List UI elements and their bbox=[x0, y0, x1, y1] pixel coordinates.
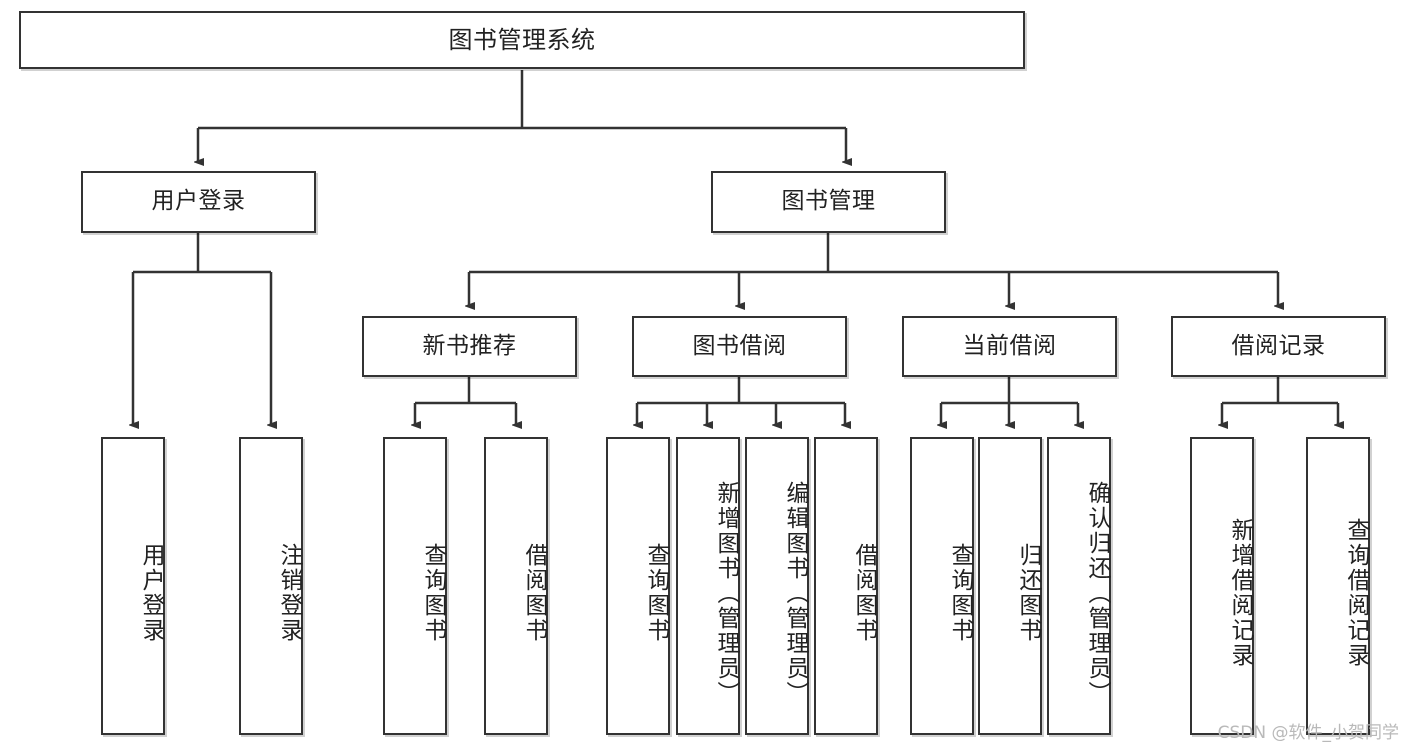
node-borrow-record[interactable]: 借阅记录 bbox=[1171, 316, 1386, 377]
node-leaf-add-book[interactable]: 新增图书（管理员） bbox=[676, 437, 740, 735]
node-book-borrow[interactable]: 图书借阅 bbox=[632, 316, 847, 377]
node-label: 借阅记录 bbox=[1231, 332, 1326, 359]
node-label: 新增借阅记录 bbox=[1227, 518, 1253, 668]
node-label: 图书管理 bbox=[781, 188, 876, 215]
node-label: 新书推荐 bbox=[422, 332, 517, 359]
node-label: 借阅图书 bbox=[521, 543, 547, 643]
node-label: 新增图书（管理员） bbox=[713, 480, 739, 706]
node-leaf-confirm-return[interactable]: 确认归还（管理员） bbox=[1047, 437, 1111, 735]
node-leaf-borrow-book[interactable]: 借阅图书 bbox=[814, 437, 878, 735]
node-label: 图书管理系统 bbox=[448, 25, 596, 54]
node-label: 确认归还（管理员） bbox=[1084, 480, 1110, 706]
node-leaf-query-borrow-record[interactable]: 查询借阅记录 bbox=[1306, 437, 1370, 735]
node-label: 图书借阅 bbox=[692, 332, 787, 359]
node-leaf-query-book-borrow[interactable]: 查询图书 bbox=[606, 437, 670, 735]
node-leaf-edit-book[interactable]: 编辑图书（管理员） bbox=[745, 437, 809, 735]
node-label: 归还图书 bbox=[1015, 543, 1041, 643]
node-user-login[interactable]: 用户登录 bbox=[81, 171, 316, 233]
node-new-book-recommend[interactable]: 新书推荐 bbox=[362, 316, 577, 377]
csdn-watermark: CSDN @软件_小贺同学 bbox=[1217, 723, 1399, 743]
node-leaf-borrow-book-recommend[interactable]: 借阅图书 bbox=[484, 437, 548, 735]
node-leaf-query-book-recommend[interactable]: 查询图书 bbox=[383, 437, 447, 735]
node-label: 编辑图书（管理员） bbox=[782, 480, 808, 706]
node-leaf-query-book-current[interactable]: 查询图书 bbox=[910, 437, 974, 735]
node-label: 查询借阅记录 bbox=[1343, 518, 1369, 668]
node-label: 查询图书 bbox=[643, 543, 669, 643]
node-label: 用户登录 bbox=[151, 188, 246, 215]
node-current-borrow[interactable]: 当前借阅 bbox=[902, 316, 1117, 377]
node-label: 查询图书 bbox=[947, 543, 973, 643]
node-label: 注销登录 bbox=[276, 543, 302, 643]
node-leaf-user-login[interactable]: 用户登录 bbox=[101, 437, 165, 735]
node-book-manage[interactable]: 图书管理 bbox=[711, 171, 946, 233]
node-label: 用户登录 bbox=[138, 543, 164, 643]
node-leaf-add-borrow-record[interactable]: 新增借阅记录 bbox=[1190, 437, 1254, 735]
node-root-book-management-system[interactable]: 图书管理系统 bbox=[19, 11, 1025, 69]
node-label: 借阅图书 bbox=[851, 543, 877, 643]
node-label: 当前借阅 bbox=[962, 332, 1057, 359]
node-leaf-user-logout[interactable]: 注销登录 bbox=[239, 437, 303, 735]
node-label: 查询图书 bbox=[420, 543, 446, 643]
node-leaf-return-book[interactable]: 归还图书 bbox=[978, 437, 1042, 735]
